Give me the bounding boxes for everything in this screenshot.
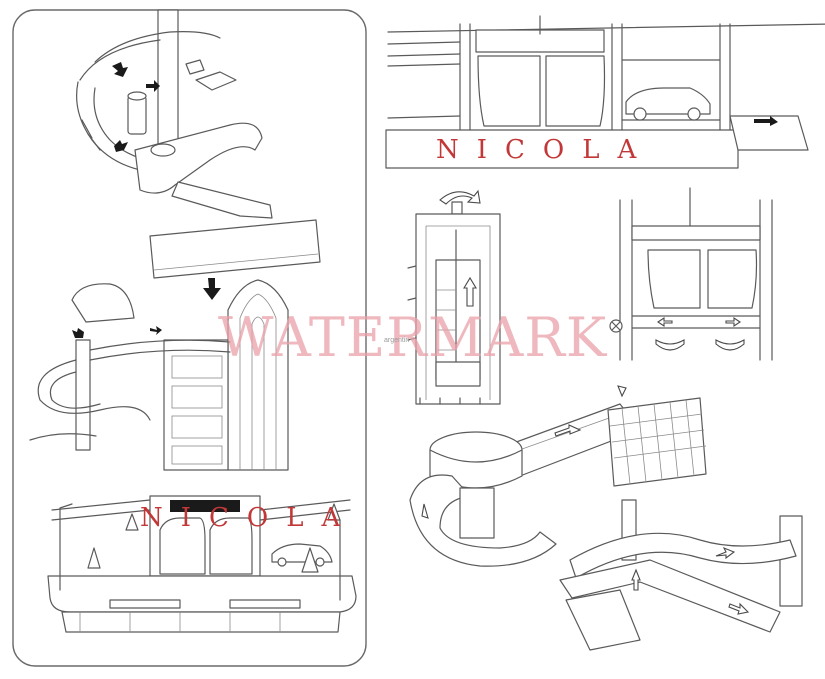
step-full-garage: [47, 495, 357, 633]
step-tower-assembly: [29, 279, 289, 471]
step-elevator-car-ramp: NICOLA: [385, 15, 825, 169]
brand-label-bottom: NICOLA: [140, 503, 358, 533]
watermark-subtext: argentin: [384, 337, 409, 344]
watermark-text: WATERMARK: [218, 306, 608, 369]
step-turntable-track: [409, 385, 707, 567]
step-roof-panel: [71, 219, 321, 323]
step-cabin-lever: [609, 187, 773, 361]
step-track-junction: [559, 499, 803, 651]
step-elevator-shaft: [407, 189, 501, 405]
brand-label-top: NICOLA: [436, 135, 654, 165]
step-spiral-ramp: [76, 9, 273, 219]
left-panel-frame: [12, 9, 367, 667]
